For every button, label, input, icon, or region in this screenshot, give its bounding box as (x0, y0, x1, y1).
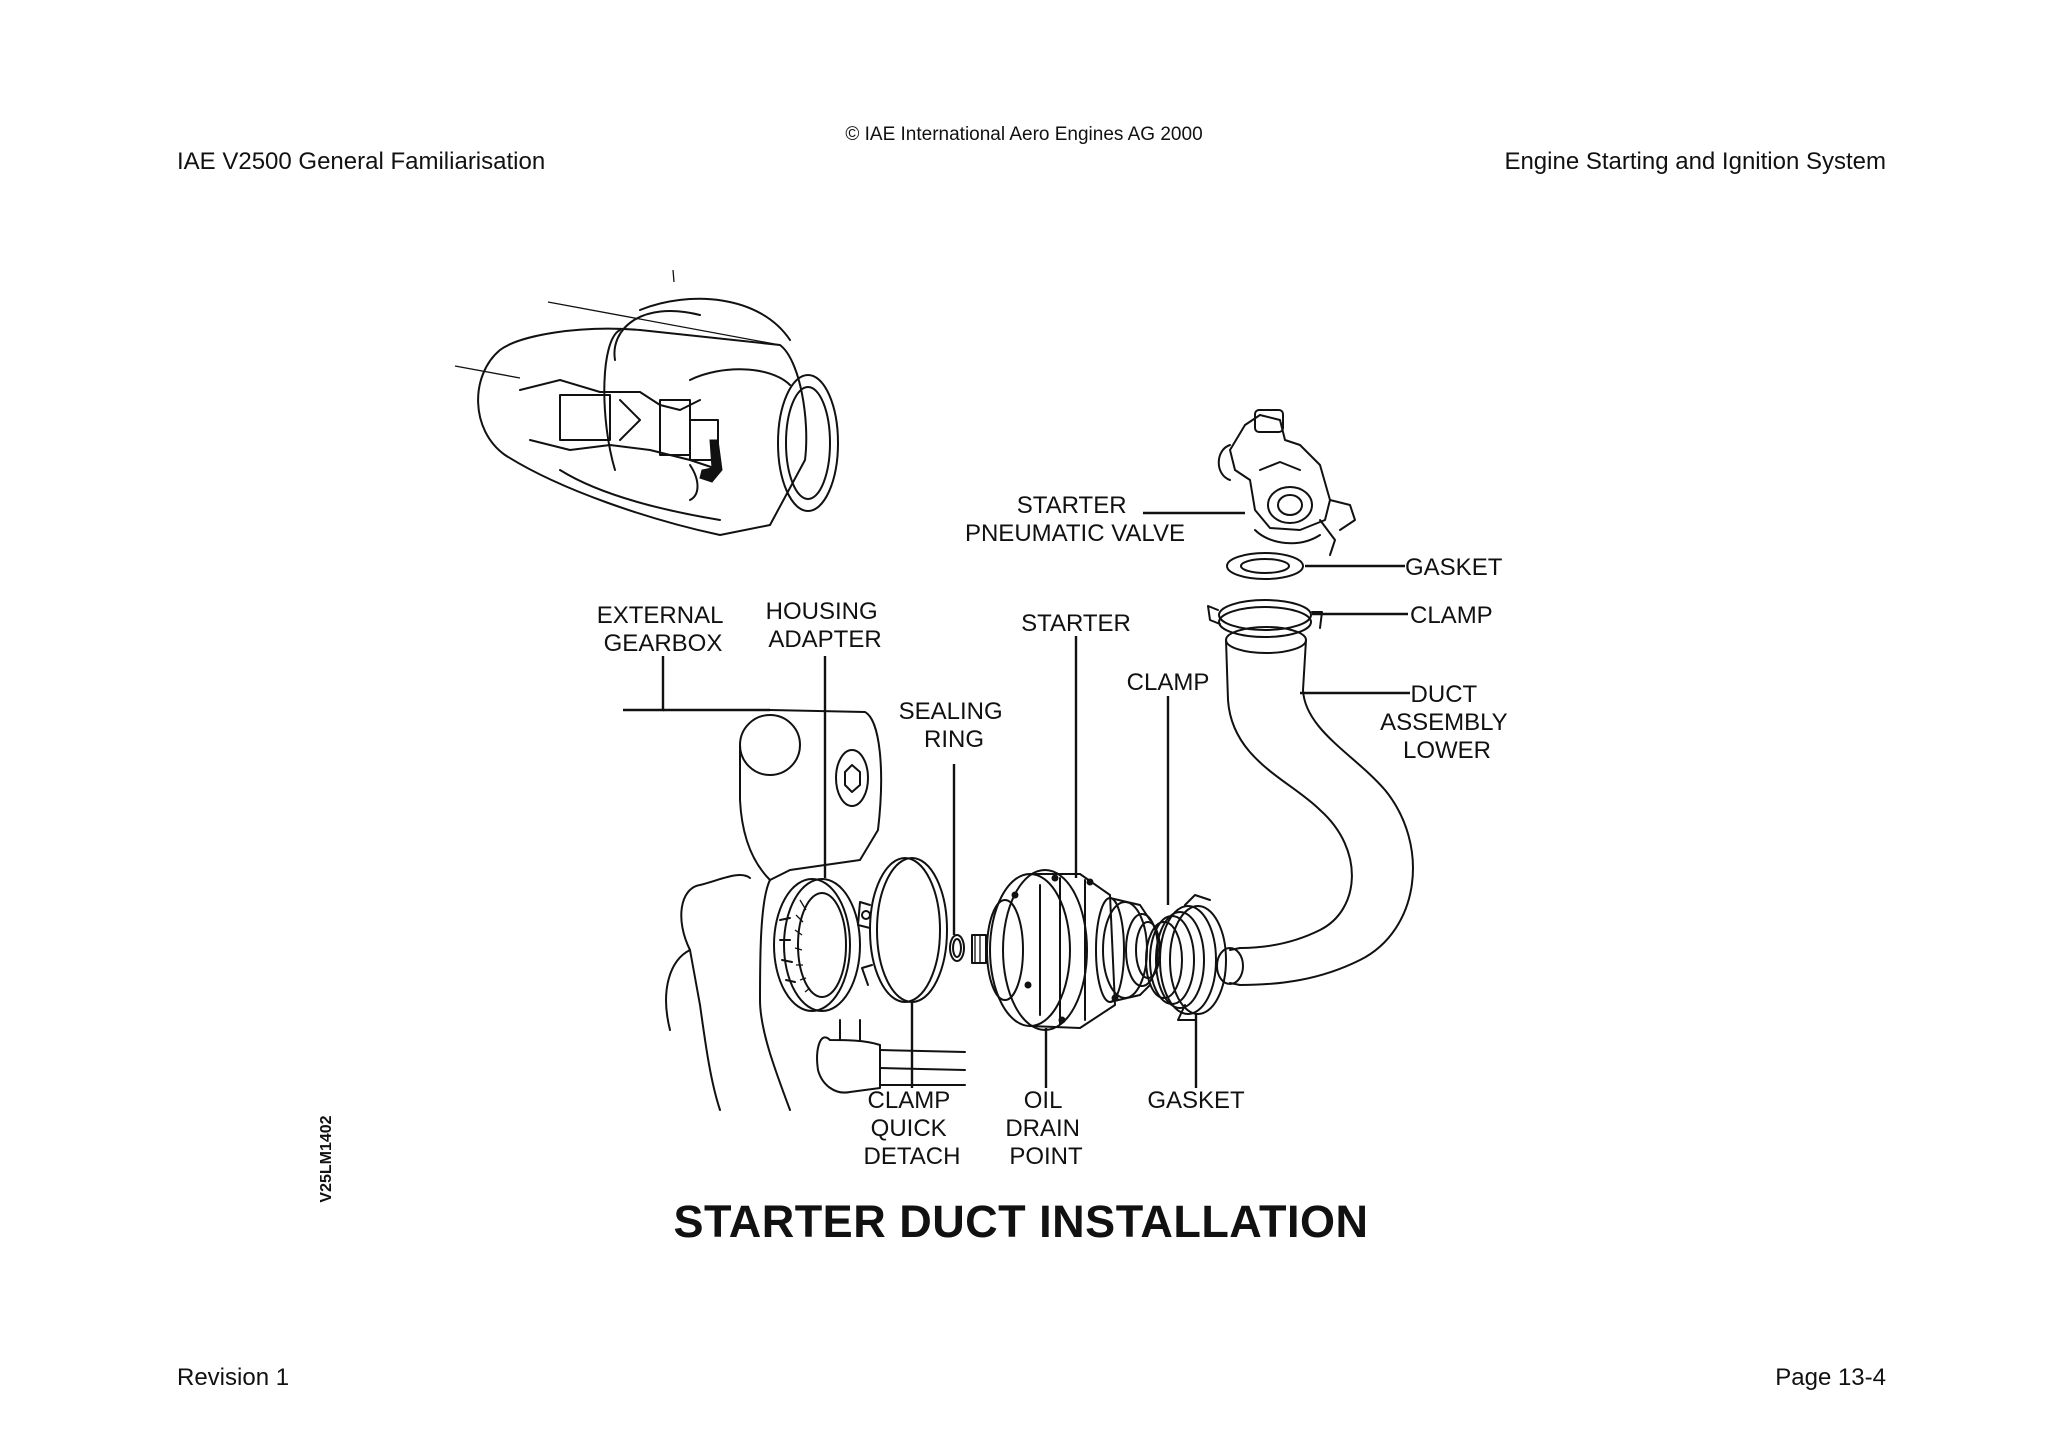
label-clamp-upper: CLAMP (1410, 602, 1493, 629)
label-duct-line1: DUCT (1411, 681, 1478, 708)
starter-illustration (971, 869, 1161, 1031)
label-sealing-ring-line2: RING (924, 726, 984, 753)
label-gasket-lower: GASKET (1147, 1087, 1245, 1114)
label-housing-adapter-line1: HOUSING (766, 598, 878, 625)
label-duct-assembly-lower: DUCT ASSEMBLY LOWER (1380, 681, 1514, 764)
label-starter-pneumatic-valve-line2: PNEUMATIC VALVE (965, 520, 1185, 547)
chapter-title: Engine Starting and Ignition System (1504, 148, 1886, 175)
label-duct-line3: LOWER (1403, 737, 1491, 764)
label-oil-drain-point: OIL DRAIN POINT (1005, 1087, 1086, 1170)
label-oil-drain-point-line3: POINT (1009, 1143, 1083, 1170)
leader-lines (623, 511, 1410, 1088)
label-clamp-mid: CLAMP (1127, 669, 1210, 696)
label-starter: STARTER (1021, 610, 1131, 637)
revision-label: Revision 1 (177, 1364, 290, 1391)
drawing-code: V25LM1402 (318, 1115, 335, 1203)
label-external-gearbox-line2: GEARBOX (604, 630, 723, 657)
label-housing-adapter: HOUSING ADAPTER (766, 598, 885, 653)
label-sealing-ring: SEALING RING (899, 698, 1010, 753)
figure-title: STARTER DUCT INSTALLATION (673, 1196, 1369, 1247)
label-clamp-quick-detach-line3: DETACH (864, 1143, 961, 1170)
label-starter-pneumatic-valve-line1: STARTER (1017, 492, 1127, 519)
label-external-gearbox-line1: EXTERNAL (597, 602, 723, 629)
document-title: IAE V2500 General Familiarisation (177, 148, 546, 175)
engine-nacelle-illustration (454, 269, 839, 536)
lower-gasket-illustration (1145, 894, 1227, 1021)
external-gearbox-illustration (665, 709, 966, 1111)
housing-adapter-illustration (773, 878, 861, 1012)
quick-detach-clamp-illustration (857, 857, 948, 1003)
label-duct-line2: ASSEMBLY (1380, 709, 1508, 736)
label-clamp-quick-detach-line1: CLAMP (868, 1087, 950, 1114)
copyright-notice: © IAE International Aero Engines AG 2000 (845, 124, 1203, 145)
page-number: Page 13-4 (1775, 1364, 1886, 1391)
label-clamp-quick-detach: CLAMP QUICK DETACH (864, 1087, 961, 1170)
label-external-gearbox: EXTERNAL GEARBOX (597, 602, 729, 657)
sealing-ring-illustration (949, 934, 965, 962)
label-sealing-ring-line1: SEALING (899, 698, 1003, 725)
upper-gasket-illustration (1226, 552, 1304, 580)
label-housing-adapter-line2: ADAPTER (768, 626, 881, 653)
upper-clamp-illustration (1207, 599, 1323, 638)
starter-pneumatic-valve-illustration (1217, 409, 1356, 556)
label-oil-drain-point-line2: DRAIN (1005, 1115, 1080, 1142)
duct-assembly-illustration (1216, 626, 1414, 986)
label-clamp-quick-detach-line2: QUICK (871, 1115, 947, 1142)
label-oil-drain-point-line1: OIL (1024, 1087, 1062, 1114)
label-gasket-upper: GASKET (1405, 554, 1503, 581)
label-starter-pneumatic-valve: STARTER PNEUMATIC VALVE (965, 492, 1185, 547)
